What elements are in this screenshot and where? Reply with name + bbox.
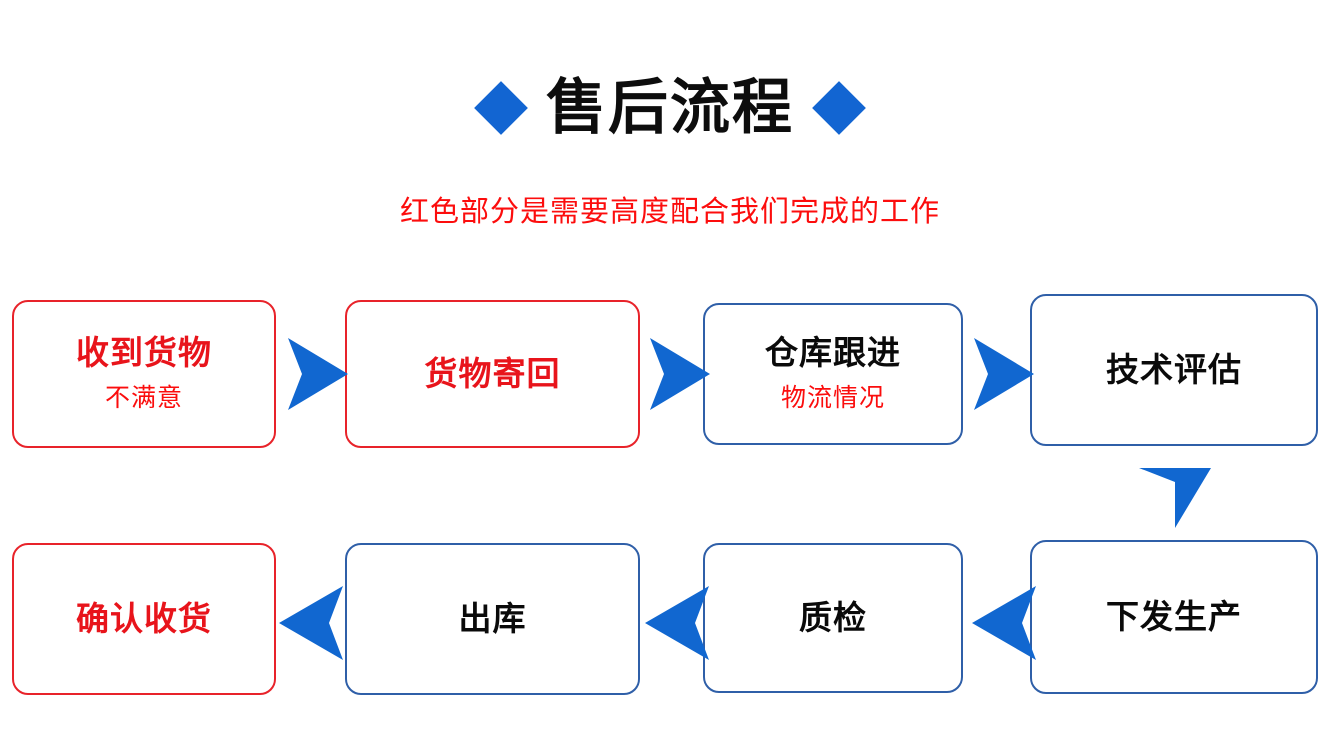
arrow-left-icon bbox=[970, 584, 1038, 662]
arrow-right-icon bbox=[286, 336, 348, 412]
flow-step-title: 技术评估 bbox=[1106, 350, 1242, 388]
flow-step-received-goods: 收到货物 不满意 bbox=[12, 300, 276, 448]
flow-step-subtitle: 物流情况 bbox=[780, 384, 885, 413]
flow-step-send-back-goods: 货物寄回 bbox=[345, 300, 640, 448]
page-title: 售后流程 bbox=[546, 74, 794, 141]
arrow-left-icon bbox=[277, 584, 345, 662]
flow-step-subtitle: 不满意 bbox=[104, 384, 183, 413]
arrow-down-icon bbox=[1137, 466, 1213, 528]
flow-step-title: 货物寄回 bbox=[424, 354, 561, 392]
flow-step-confirm-receipt: 确认收货 bbox=[12, 543, 276, 695]
page-title-row: 售后流程 bbox=[0, 78, 1340, 138]
page-subtitle: 红色部分是需要高度配合我们完成的工作 bbox=[399, 196, 940, 228]
flow-step-quality-inspection: 质检 bbox=[703, 543, 963, 693]
flow-step-technical-assessment: 技术评估 bbox=[1030, 294, 1318, 446]
arrow-right-icon bbox=[972, 336, 1034, 412]
flow-step-title: 仓库跟进 bbox=[765, 334, 901, 372]
diamond-icon-left bbox=[474, 81, 528, 135]
arrow-right-icon bbox=[648, 336, 710, 412]
flow-step-title: 确认收货 bbox=[76, 599, 212, 637]
diamond-icon-right bbox=[812, 81, 866, 135]
flow-step-title: 下发生产 bbox=[1106, 597, 1242, 635]
arrow-left-icon bbox=[643, 584, 711, 662]
flow-step-title: 出库 bbox=[458, 599, 527, 637]
flow-step-title: 收到货物 bbox=[76, 334, 212, 372]
flow-step-title: 质检 bbox=[799, 598, 867, 636]
flow-step-warehouse-followup: 仓库跟进 物流情况 bbox=[703, 303, 963, 445]
flow-step-issue-production: 下发生产 bbox=[1030, 540, 1318, 694]
flow-step-outbound: 出库 bbox=[345, 543, 640, 695]
